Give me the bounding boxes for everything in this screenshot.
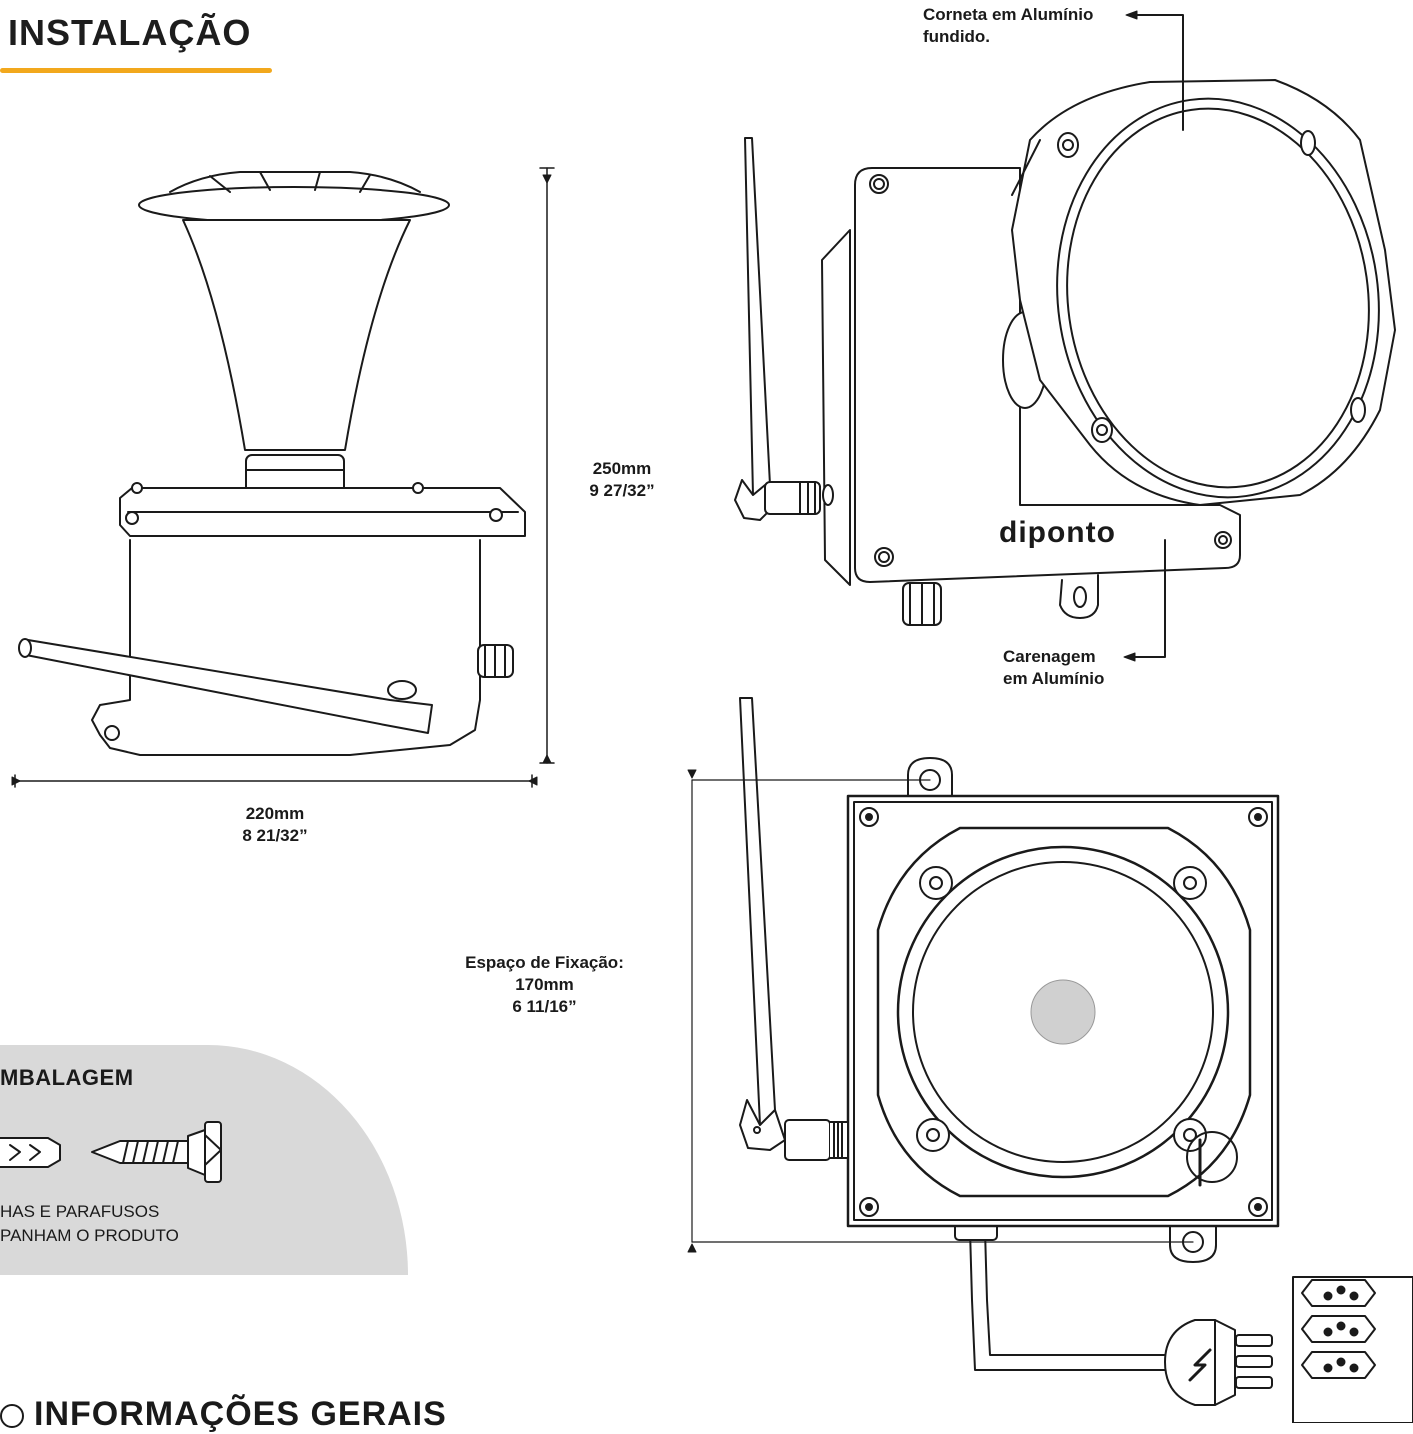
side-view-drawing (11, 167, 555, 788)
horn-callout: Corneta em Alumínio fundido. (923, 4, 1133, 48)
width-in: 8 21/32” (242, 826, 308, 845)
housing-callout: Carenagem em Alumínio (1003, 646, 1143, 690)
perspective-view-drawing (734, 10, 1396, 662)
height-in: 9 27/32” (589, 481, 655, 500)
brand-logo: diponto (999, 516, 1116, 549)
circle-bullet-icon (0, 1404, 24, 1429)
fixing-space-in: 6 11/16” (512, 997, 577, 1016)
housing-callout-line-1: Carenagem (1003, 647, 1096, 666)
packaging-note: HAS E PARAFUSOS PANHAM O PRODUTO (0, 1200, 179, 1248)
packaging-note-line-2: PANHAM O PRODUTO (0, 1226, 179, 1245)
housing-callout-line-2: em Alumínio (1003, 669, 1105, 688)
horn-callout-line-2: fundido. (923, 27, 991, 46)
height-dimension-label: 250mm 9 27/32” (552, 458, 692, 502)
height-mm: 250mm (592, 459, 652, 478)
outlet-panel (1292, 1276, 1413, 1423)
section-heading: INFORMAÇÕES GERAIS (0, 1395, 447, 1434)
footer-title: INFORMAÇÕES GERAIS (34, 1395, 447, 1433)
horn-callout-line-1: Corneta em Alumínio (923, 5, 1094, 24)
fixing-space-mm: 170mm (515, 975, 574, 994)
page-title: INSTALAÇÃO (8, 12, 252, 53)
packaging-title: MBALAGEM (0, 1065, 134, 1090)
front-view-drawing (687, 697, 1280, 1406)
fixing-space-title: Espaço de Fixação: (465, 953, 624, 972)
width-dimension-label: 220mm 8 21/32” (200, 803, 350, 847)
packaging-note-line-1: HAS E PARAFUSOS (0, 1202, 160, 1221)
fixing-space-label: Espaço de Fixação: 170mm 6 11/16” (442, 952, 647, 1018)
packaging-items (0, 1121, 222, 1183)
width-mm: 220mm (245, 804, 305, 823)
title-underline (0, 68, 272, 73)
